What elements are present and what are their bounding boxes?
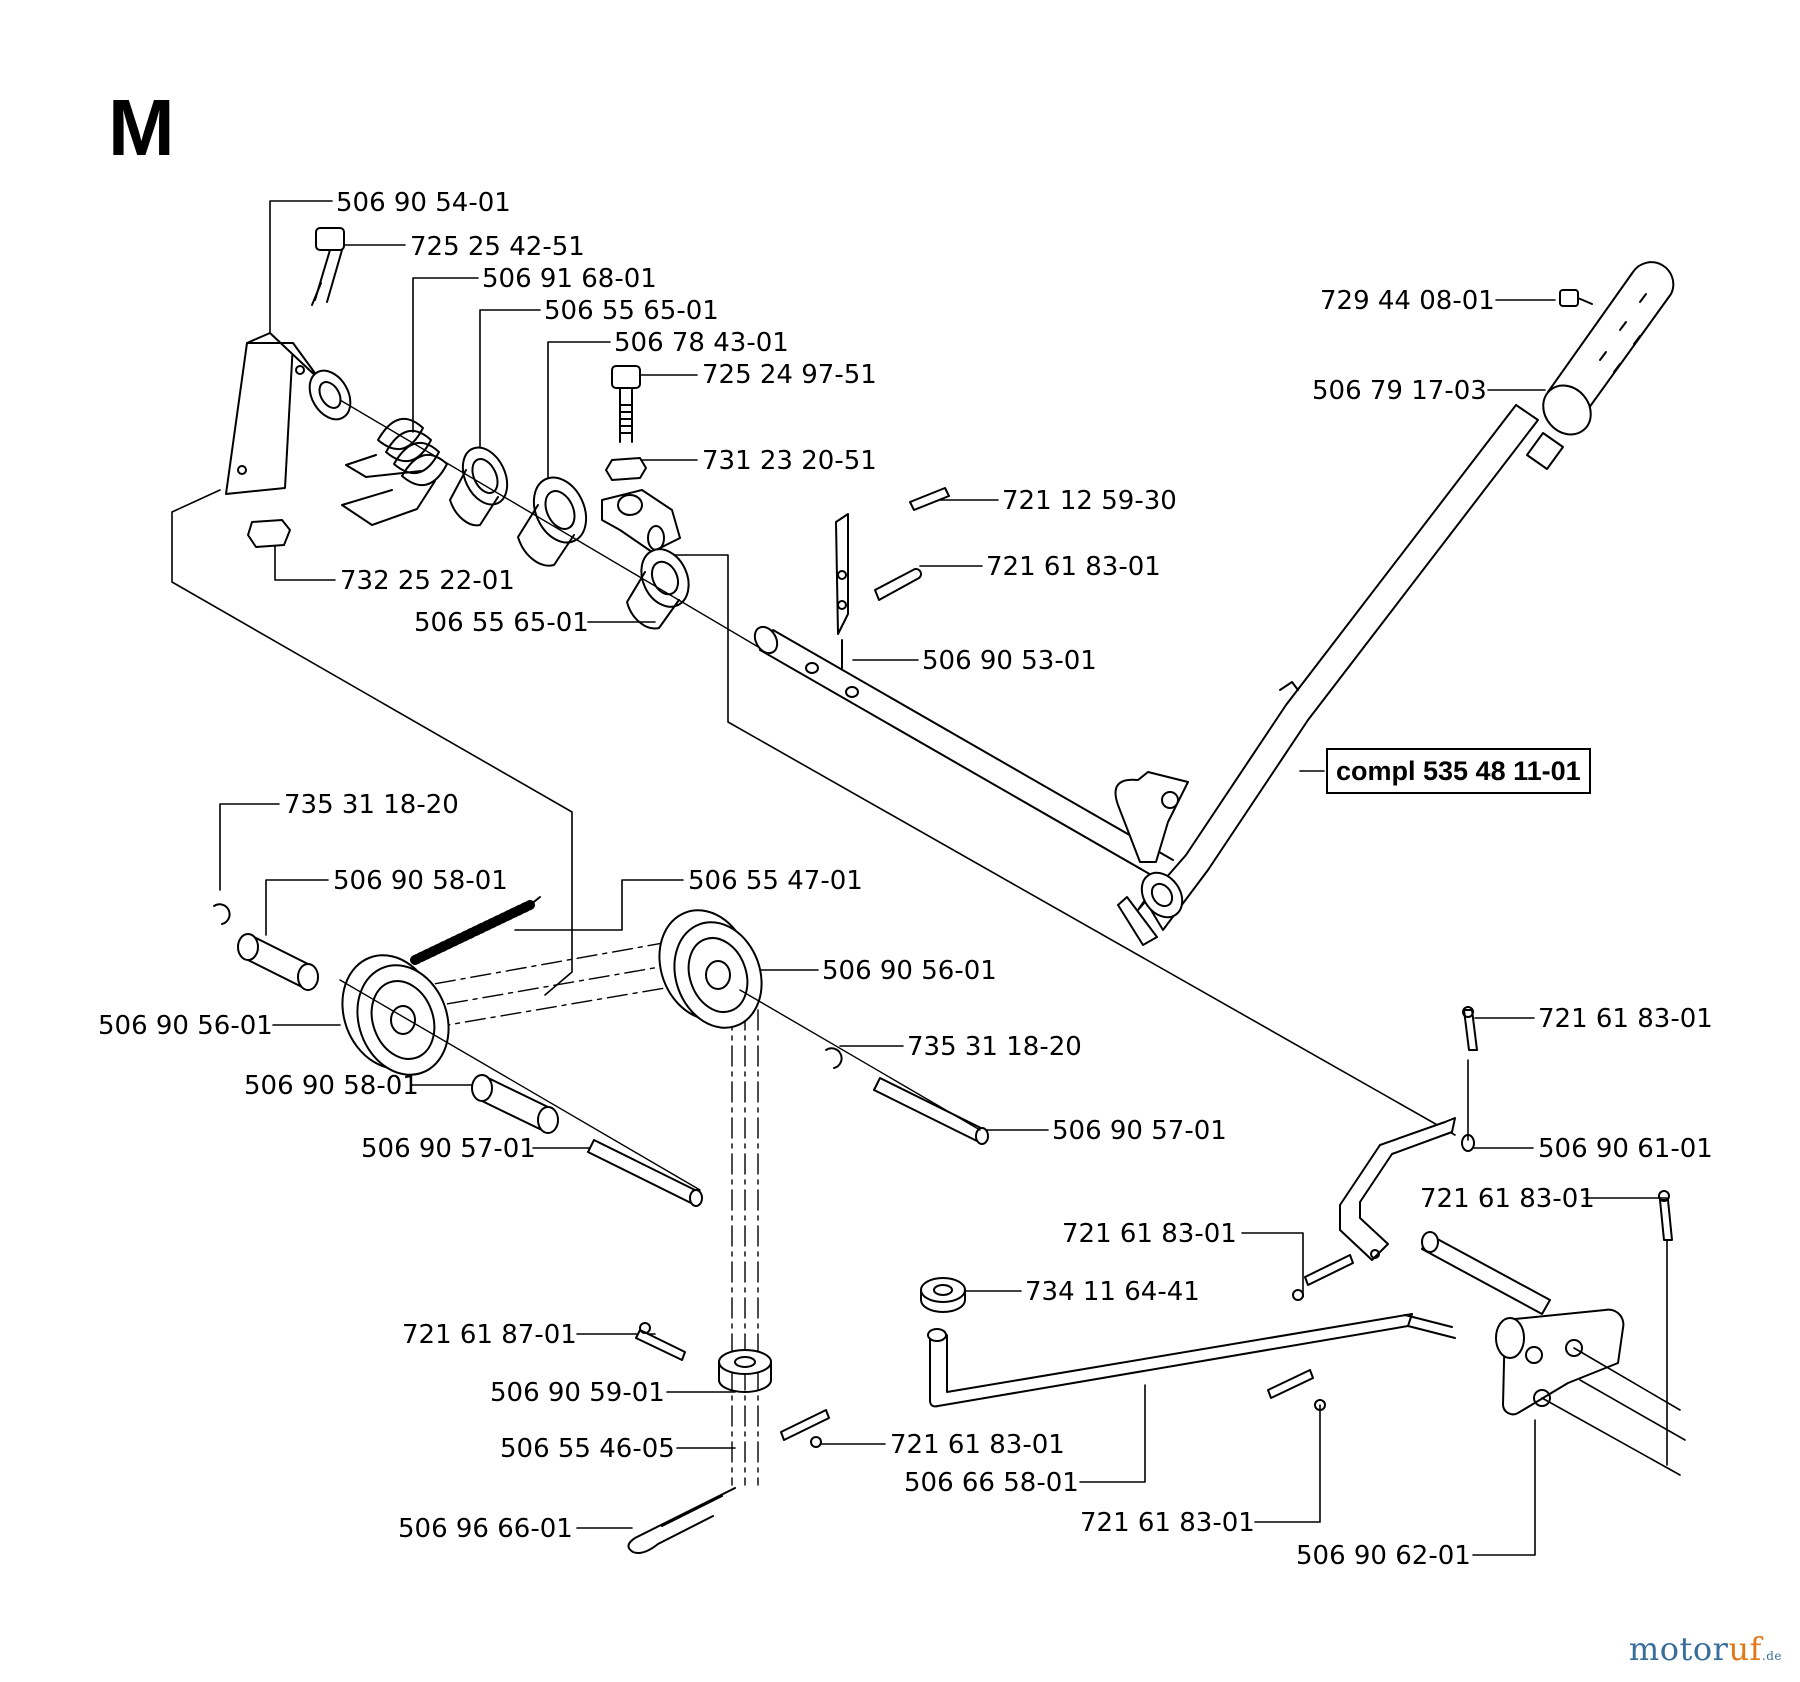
- part-label: 732 25 22-01: [340, 566, 515, 596]
- cotter-pin-far-right: [1659, 1191, 1672, 1240]
- pivot-bracket: [226, 333, 359, 494]
- part-label: 721 12 59-30: [1002, 486, 1177, 516]
- guide-bushing: [719, 1350, 771, 1392]
- part-label: 506 66 58-01: [904, 1468, 1079, 1498]
- watermark-part: motor: [1628, 1630, 1729, 1668]
- bolt-top-left: [312, 228, 344, 305]
- part-label: 506 96 66-01: [398, 1514, 573, 1544]
- part-label: 506 55 46-05: [500, 1434, 675, 1464]
- part-label: 721 61 83-01: [986, 552, 1161, 582]
- cotter-pin-1: [875, 569, 921, 600]
- part-label: 506 79 17-03: [1312, 376, 1487, 406]
- cotter-pin-lower-right: [1268, 1370, 1325, 1410]
- bolt-center: [606, 366, 646, 480]
- clip-ring-left: [214, 904, 230, 924]
- watermark-logo: motoruf.de: [1629, 1630, 1782, 1668]
- pin-left: [588, 1140, 702, 1206]
- part-label: 721 61 83-01: [890, 1430, 1065, 1460]
- part-label: 721 61 83-01: [1538, 1004, 1713, 1034]
- belt: [400, 940, 758, 1485]
- pulley-left: [327, 942, 464, 1088]
- part-label: 506 91 68-01: [482, 264, 657, 294]
- part-label: 506 55 65-01: [414, 608, 589, 638]
- part-label: 729 44 08-01: [1320, 286, 1495, 316]
- part-label: 731 23 20-51: [702, 446, 877, 476]
- part-label: 506 55 65-01: [544, 296, 719, 326]
- watermark-part: uf: [1728, 1630, 1762, 1668]
- part-label: 721 61 87-01: [402, 1320, 577, 1350]
- part-label: 735 31 18-20: [284, 790, 459, 820]
- section-letter: M: [108, 83, 175, 172]
- nut-bottom-left: [248, 520, 290, 547]
- tension-spring: [415, 897, 540, 960]
- latch-plate: [836, 514, 848, 668]
- part-label: 725 25 42-51: [410, 232, 585, 262]
- cotter-pin-mid-right: [1293, 1255, 1353, 1300]
- hairpin-clip: [628, 1488, 735, 1553]
- pulley-right: [645, 897, 776, 1040]
- assembly-connector-lines: [172, 490, 1455, 1135]
- torsion-spring: [342, 419, 447, 525]
- linkage-rod-upper: [1340, 1118, 1474, 1260]
- part-label: 506 90 57-01: [1052, 1116, 1227, 1146]
- axis-right-pulley: [740, 990, 980, 1130]
- part-label: 735 31 18-20: [907, 1032, 1082, 1062]
- shaft-axis: [340, 400, 760, 648]
- watermark-part: .de: [1761, 1649, 1782, 1663]
- pin-right: [874, 1078, 988, 1144]
- spacer-top-left: [238, 934, 318, 990]
- part-label: 506 78 43-01: [614, 328, 789, 358]
- part-label: 506 90 57-01: [361, 1134, 536, 1164]
- linkage-rod-lower: [928, 1314, 1455, 1406]
- part-label: 506 90 59-01: [490, 1378, 665, 1408]
- part-label: 506 55 47-01: [688, 866, 863, 896]
- axis-left-pulley: [340, 980, 700, 1190]
- bushing-3: [627, 542, 698, 629]
- washer-plate: [921, 1278, 965, 1312]
- part-label: 721 61 83-01: [1420, 1184, 1595, 1214]
- pin-1: [910, 488, 949, 510]
- handle-arm: [1116, 405, 1564, 945]
- assembly-label: compl 535 48 11-01: [1326, 748, 1591, 794]
- lever-tube: [750, 623, 1173, 880]
- part-label: 721 61 83-01: [1080, 1508, 1255, 1538]
- part-label: 506 90 53-01: [922, 646, 1097, 676]
- cotter-pin-top-right: [1463, 1007, 1477, 1140]
- part-label: 721 61 83-01: [1062, 1219, 1237, 1249]
- leader-lines: [220, 201, 1667, 1555]
- lever-bracket: [602, 490, 680, 552]
- part-label: 506 90 56-01: [98, 1011, 273, 1041]
- part-label: 506 90 61-01: [1538, 1134, 1713, 1164]
- handle-grip: [1533, 262, 1673, 444]
- part-label: 506 90 54-01: [336, 188, 511, 218]
- cotter-pin-lower-left: [636, 1323, 685, 1360]
- part-label: 506 90 58-01: [244, 1071, 419, 1101]
- cotter-pin-lower-mid: [781, 1410, 829, 1447]
- bushing-2: [518, 469, 596, 566]
- spacer-bottom-left: [472, 1075, 558, 1133]
- bushing-1: [450, 440, 516, 525]
- part-label: 725 24 97-51: [702, 360, 877, 390]
- clip-ring-right: [826, 1048, 842, 1068]
- part-label: 506 90 56-01: [822, 956, 997, 986]
- part-label: 734 11 64-41: [1025, 1277, 1200, 1307]
- grip-screw: [1560, 290, 1592, 306]
- part-label: 506 90 62-01: [1296, 1541, 1471, 1571]
- pivot-plate: [1422, 1232, 1685, 1475]
- part-label: 506 90 58-01: [333, 866, 508, 896]
